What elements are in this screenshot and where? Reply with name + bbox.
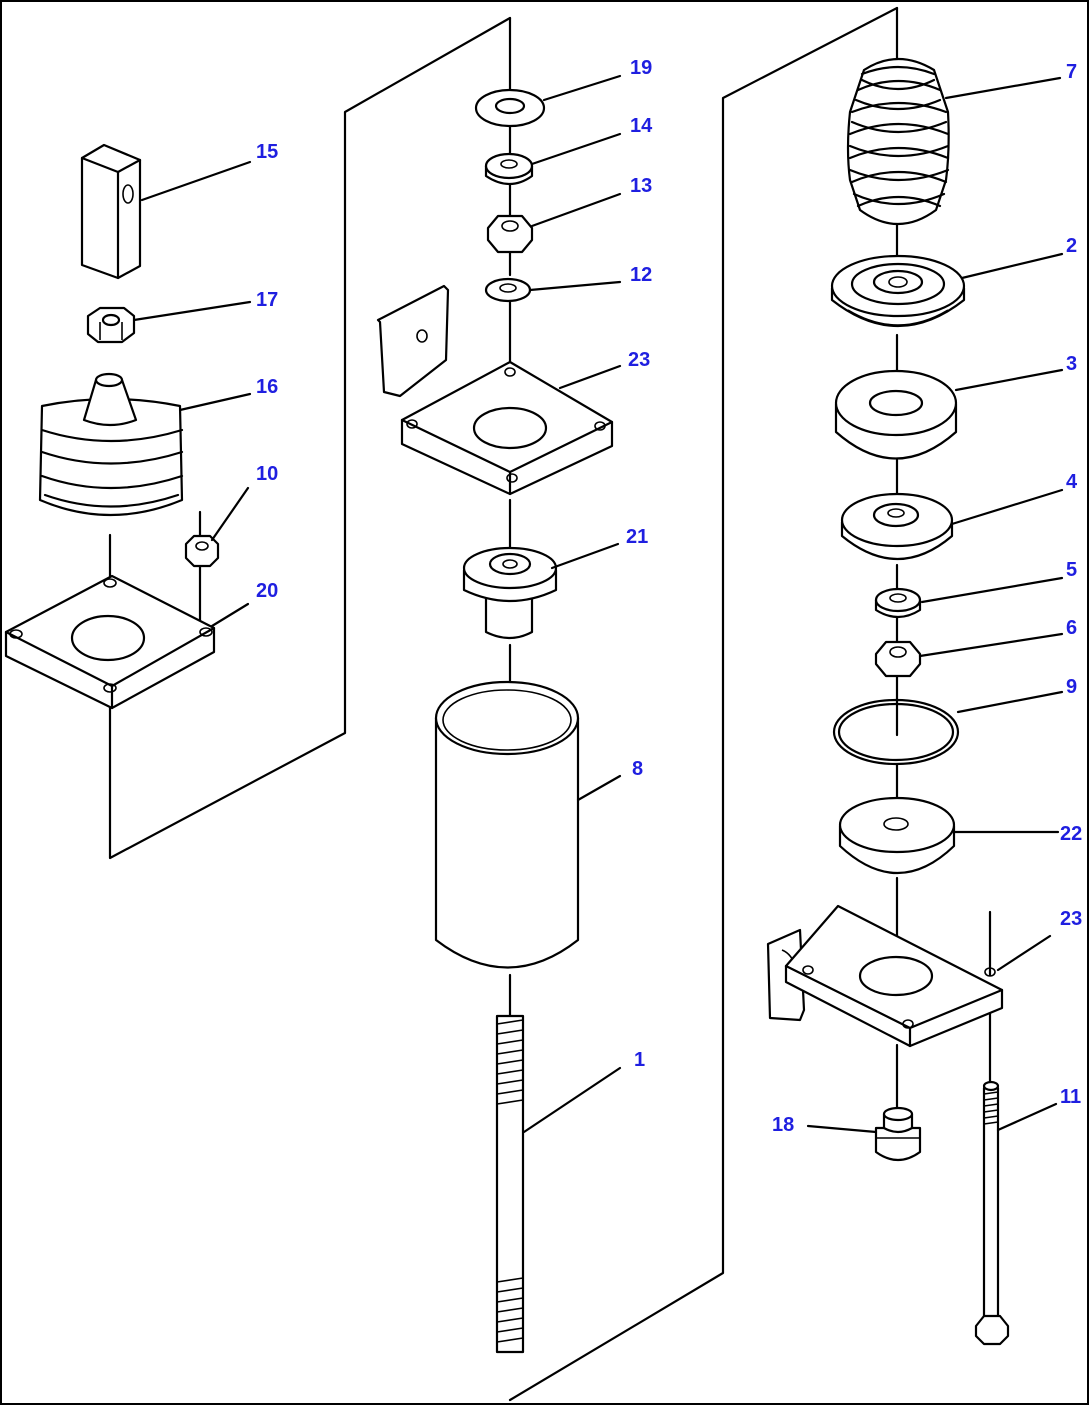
- part-cushion-22: [838, 796, 956, 875]
- callout-labels: 15 17 16 10 20 19 14 13 12 23 21 8 1 7 2…: [256, 57, 1082, 1136]
- part-nut-10: [184, 534, 220, 568]
- part-washer-19: [474, 88, 546, 128]
- part-bushing: [462, 546, 558, 640]
- callout-label: 7: [1066, 61, 1077, 83]
- part-cushion: [840, 492, 954, 561]
- callout-label: 23: [628, 349, 650, 371]
- part-washer-12: [484, 277, 532, 303]
- callout-label: 14: [630, 115, 653, 137]
- part-base-plate: [4, 574, 216, 710]
- part-long-bolt: [974, 1080, 1010, 1346]
- callout-label: 2: [1066, 235, 1077, 257]
- callout-label: 4: [1066, 471, 1078, 493]
- callout-label: 18: [772, 1114, 794, 1136]
- part-washer-5: [874, 587, 922, 619]
- callout-label: 3: [1066, 353, 1077, 375]
- part-nut-6: [874, 640, 922, 678]
- callout-label: 12: [630, 264, 652, 286]
- part-plug: [874, 1106, 922, 1162]
- callout-label: 11: [1060, 1086, 1081, 1108]
- callout-label: 10: [256, 463, 278, 485]
- callout-label: 23: [1060, 908, 1082, 930]
- part-nut-13: [486, 214, 534, 254]
- part-lever-block: [80, 143, 142, 280]
- part-cylinder: [434, 680, 580, 969]
- callout-label: 13: [630, 175, 652, 197]
- part-bracket-center: [376, 284, 614, 496]
- callout-label: 15: [256, 141, 278, 163]
- callout-label: 17: [256, 289, 278, 311]
- part-spring: [846, 58, 950, 226]
- part-o-ring: [832, 698, 960, 766]
- part-bracket-right: [766, 904, 1004, 1048]
- part-spring-seat: [830, 254, 966, 327]
- callout-label: 20: [256, 580, 278, 602]
- callout-label: 19: [630, 57, 652, 79]
- callout-label: 21: [626, 526, 648, 548]
- part-nut-17: [86, 306, 136, 344]
- part-rubber-ring: [834, 369, 958, 460]
- callout-label: 6: [1066, 617, 1077, 639]
- callout-label: 8: [632, 758, 643, 780]
- part-rubber-boot: [38, 372, 184, 517]
- callout-label: 16: [256, 376, 278, 398]
- callout-label: 1: [634, 1049, 645, 1071]
- leader-lines: [132, 74, 1064, 1134]
- callout-label: 5: [1066, 559, 1077, 581]
- part-long-stud: [495, 1014, 525, 1354]
- callout-label: 9: [1066, 676, 1077, 698]
- callout-label: 22: [1060, 823, 1082, 845]
- part-washer-14: [484, 152, 534, 186]
